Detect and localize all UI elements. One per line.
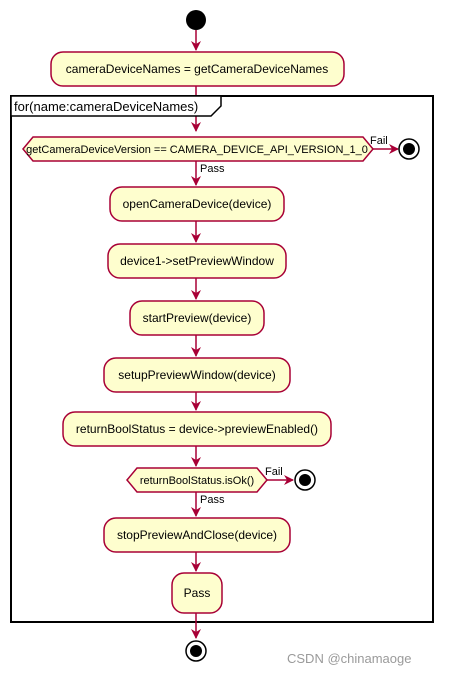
action-setup-window-label: setupPreviewWindow(device) — [118, 368, 275, 382]
action-pass-label: Pass — [184, 586, 211, 600]
loop-frame: for(name:cameraDeviceNames) — [10, 95, 434, 623]
action-init-label: cameraDeviceNames = getCameraDeviceNames — [66, 62, 328, 76]
action-stop-preview: stopPreviewAndClose(device) — [103, 517, 291, 553]
action-set-window-label: device1->setPreviewWindow — [120, 254, 274, 268]
start-node — [186, 10, 206, 30]
decision-status-check: returnBoolStatus.isOk() — [126, 467, 268, 493]
action-stop-preview-label: stopPreviewAndClose(device) — [117, 528, 277, 542]
stop-node-1 — [398, 138, 420, 160]
end-node — [185, 640, 207, 662]
action-open-label: openCameraDevice(device) — [123, 197, 272, 211]
action-pass: Pass — [171, 572, 223, 614]
decision-version-check-label: getCameraDeviceVersion == CAMERA_DEVICE_… — [26, 144, 368, 156]
action-open: openCameraDevice(device) — [109, 186, 285, 222]
pass-label-1: Pass — [200, 163, 225, 175]
action-init: cameraDeviceNames = getCameraDeviceNames — [50, 51, 345, 87]
decision-status-check-label: returnBoolStatus.isOk() — [140, 475, 254, 487]
action-setup-window: setupPreviewWindow(device) — [103, 357, 291, 393]
fail-label-1: Fail — [370, 135, 388, 147]
loop-label: for(name:cameraDeviceNames) — [14, 99, 198, 114]
decision-version-check: getCameraDeviceVersion == CAMERA_DEVICE_… — [22, 136, 374, 162]
action-start-preview-label: startPreview(device) — [143, 311, 252, 325]
action-status: returnBoolStatus = device->previewEnable… — [62, 411, 332, 447]
action-start-preview: startPreview(device) — [129, 300, 265, 336]
fail-label-2: Fail — [265, 466, 283, 478]
pass-label-2: Pass — [200, 494, 225, 506]
watermark: CSDN @chinamaoge — [287, 651, 412, 666]
action-set-window: device1->setPreviewWindow — [107, 243, 287, 279]
action-status-label: returnBoolStatus = device->previewEnable… — [76, 422, 318, 436]
stop-node-2 — [294, 469, 316, 491]
